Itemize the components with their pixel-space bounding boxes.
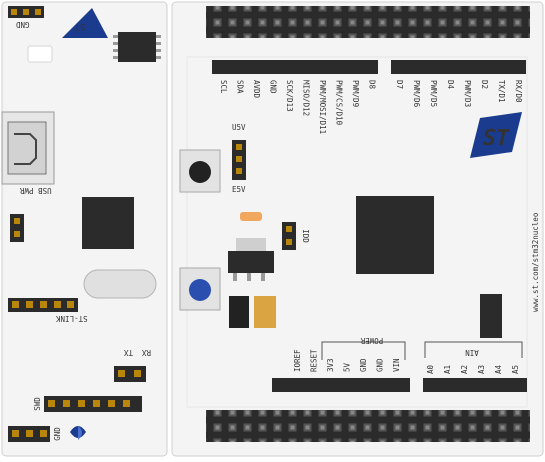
stlink-mcu-chip — [82, 197, 134, 249]
top-right-pin-label: D4 — [446, 80, 455, 90]
ic-component — [480, 294, 502, 338]
analog-pin-label: A0 — [426, 364, 435, 374]
top-left-pin-label: SCL — [219, 80, 228, 94]
idd-jumper[interactable] — [282, 222, 296, 250]
top-left-pin-label: GND — [269, 80, 278, 94]
orange-led — [240, 212, 262, 221]
usb-connector[interactable] — [1, 111, 55, 185]
gnd-bottom-label: GND — [53, 427, 62, 441]
board-outline — [186, 56, 528, 408]
power-pin-label: 3V3 — [326, 358, 335, 372]
main-mcu-chip — [356, 196, 434, 274]
swd-label: SWD — [33, 397, 42, 411]
power-title: POWER — [360, 336, 383, 345]
gnd-header-bottom — [8, 426, 50, 442]
top-right-pin-label: PWM/D5 — [429, 80, 438, 107]
analog-bracket — [424, 341, 523, 358]
svg-text:ST: ST — [483, 126, 510, 151]
power-select-jumper[interactable] — [232, 140, 246, 180]
power-bracket — [321, 341, 406, 360]
top-right-pin-label: PWM/D6 — [412, 80, 421, 108]
power-pin-labels: IOREF RESET 3V3 5V GND GND VIN — [293, 349, 401, 372]
top-right-pin-label: D7 — [395, 80, 404, 89]
top-right-pin-label: PWM/D3 — [463, 80, 472, 107]
top-right-pin-label: TX/D1 — [497, 80, 506, 103]
analog-pin-label: A2 — [460, 365, 469, 374]
top-left-pin-labels: SCL SDA AVDD GND SCK/D13 MISO/D12 PWM/MOSI/D11… — [219, 80, 377, 134]
morpho-header-top[interactable] — [206, 6, 530, 38]
capacitor-black — [229, 296, 249, 328]
power-pin-label: 5V — [343, 362, 352, 372]
crystal-oscillator — [83, 269, 157, 299]
st-logo-triangle-icon: ST — [62, 8, 108, 38]
morpho-header-bottom[interactable] — [206, 410, 530, 442]
voltage-regulator — [228, 238, 274, 281]
rx-label: RX — [142, 348, 152, 357]
u5v-label: U5V — [232, 123, 246, 132]
url-label: www.st.com/stm32nucleo — [531, 212, 540, 312]
top-right-pin-labels: D7 PWM/D6 PWM/D5 D4 PWM/D3 D2 TX/D1 RX/D0 — [395, 80, 523, 108]
user-button[interactable] — [179, 149, 221, 193]
arduino-header-top-left[interactable] — [212, 60, 378, 74]
e5v-label: E5V — [232, 185, 246, 194]
reset-button[interactable] — [179, 267, 221, 311]
led-component — [27, 45, 53, 63]
swd-header[interactable] — [44, 396, 142, 412]
eeprom-chip — [113, 32, 161, 62]
top-left-pin-label: PWM/D9 — [351, 80, 360, 107]
power-pin-label: GND — [376, 358, 385, 372]
stlink-header[interactable] — [8, 298, 78, 312]
power-pin-label: GND — [359, 358, 368, 372]
power-pin-label: IOREF — [293, 349, 302, 372]
top-left-pin-label: SCK/D13 — [285, 80, 294, 112]
top-left-pin-label: D8 — [368, 80, 377, 90]
analog-pin-label: A3 — [477, 365, 486, 374]
power-pin-label: VIN — [392, 358, 401, 372]
top-left-pin-label: SDA — [236, 80, 245, 94]
gnd-label: GND — [16, 20, 30, 29]
analog-pin-label: A1 — [443, 365, 452, 374]
stlink-label: ST-LINK — [56, 314, 88, 323]
power-header[interactable] — [272, 378, 410, 392]
analog-pin-labels: A0 A1 A2 A3 A4 A5 — [426, 364, 520, 374]
top-left-pin-label: MISO/D12 — [302, 80, 311, 116]
tx-label: TX — [124, 348, 134, 357]
top-right-pin-label: D2 — [480, 80, 489, 89]
top-left-pin-label: PWM/CS/D10 — [335, 80, 344, 126]
svg-text:ST: ST — [74, 21, 85, 31]
tx-rx-header[interactable] — [114, 366, 146, 382]
analog-header[interactable] — [423, 378, 527, 392]
analog-pin-label: A4 — [494, 364, 503, 374]
arduino-header-top-right[interactable] — [391, 60, 526, 74]
st-logo-icon: ST — [470, 112, 522, 158]
capacitor-tan — [254, 296, 276, 328]
top-left-pin-label: AVDD — [252, 80, 261, 99]
st-butterfly-logo-icon — [70, 426, 86, 440]
power-pin-label: RESET — [310, 349, 319, 372]
top-right-pin-label: RX/D0 — [514, 80, 523, 103]
usb-pwr-label: USB PWR — [20, 186, 52, 195]
analog-title: AIN — [465, 348, 479, 357]
top-left-pin-label: PWM/MOSI/D11 — [318, 80, 327, 134]
analog-pin-label: A5 — [511, 365, 520, 374]
gnd-header-top — [8, 6, 44, 18]
stlink-jumper[interactable] — [10, 214, 24, 242]
idd-label: IDD — [301, 229, 310, 243]
